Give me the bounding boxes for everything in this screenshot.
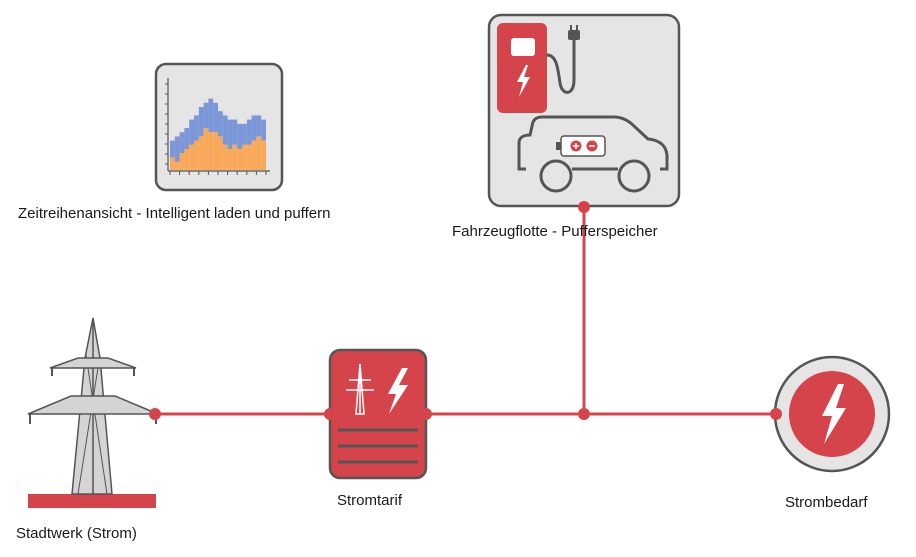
battery-icon (556, 135, 606, 157)
mini-chart-bar-blue (184, 128, 190, 149)
timeseries-chart-icon (165, 78, 270, 175)
mini-chart-bar-blue (170, 140, 175, 158)
lightning-icon (822, 384, 846, 444)
mini-chart-bar-blue (256, 115, 262, 137)
port-tariff-in[interactable] (324, 408, 336, 420)
mini-chart-bar-orange (213, 132, 218, 170)
mini-chart-bar-orange (174, 161, 180, 170)
mini-chart-bar-blue (251, 115, 257, 141)
car-icon (517, 115, 669, 193)
mini-chart-bar-orange (237, 149, 242, 170)
timeseries-node[interactable] (154, 62, 284, 192)
mini-chart-bar-blue (242, 123, 247, 145)
mini-chart-bar-blue (189, 119, 194, 145)
mini-chart-bar-blue (174, 136, 180, 162)
mini-chart-bar-blue (194, 115, 199, 141)
mini-chart-bar-orange (170, 157, 175, 170)
port-demand[interactable] (770, 408, 782, 420)
mini-chart-bar-blue (232, 119, 238, 145)
demand-node[interactable] (773, 355, 891, 473)
charging-station-icon (497, 23, 580, 113)
demand-label: Strombedarf (785, 494, 868, 511)
power-pylon-icon[interactable] (27, 317, 159, 508)
mini-chart-bar-orange (189, 144, 194, 170)
mini-chart-bar-orange (208, 132, 214, 170)
mini-chart-bar-blue (213, 102, 218, 133)
mini-chart-bar-orange (251, 140, 257, 170)
connection-dots (149, 201, 782, 420)
mini-chart-bar-orange (184, 149, 190, 170)
mini-chart-bar-orange (218, 136, 223, 170)
mini-chart-bar-blue (208, 98, 214, 133)
ground-bar (28, 494, 156, 508)
tariff-lines (338, 428, 418, 464)
mini-chart-bar-blue (179, 132, 185, 154)
utility-label: Stadtwerk (Strom) (16, 525, 137, 542)
mini-chart-bar-blue (218, 111, 223, 137)
fleet-label: Fahrzeugflotte - Pufferspeicher (452, 223, 658, 240)
mini-chart-bar-orange (194, 140, 199, 170)
tariff-lightning-icon (388, 368, 408, 414)
mini-chart-bar-orange (242, 144, 247, 170)
port-fleet[interactable] (578, 201, 590, 213)
connections (155, 207, 776, 416)
timeseries-label: Zeitreihenansicht - Intelligent laden un… (18, 205, 331, 222)
mini-chart-bar-blue (203, 102, 209, 128)
tariff-label: Stromtarif (337, 492, 403, 509)
mini-chart-bar-orange (227, 149, 233, 170)
mini-chart-bar-orange (203, 128, 209, 170)
mini-chart-bar-blue (227, 119, 233, 149)
mini-chart-bar-blue (237, 123, 242, 149)
mini-chart-bar-orange (256, 136, 262, 170)
port-tariff-out[interactable] (420, 408, 432, 420)
tariff-box (328, 348, 428, 480)
mini-chart-bar-orange (179, 153, 185, 170)
mini-chart-bar-orange (246, 144, 252, 170)
mini-chart-bar-orange (261, 140, 266, 170)
mini-chart-bar-blue (246, 119, 252, 145)
tariff-node[interactable] (328, 348, 428, 480)
mini-chart-bar-orange (222, 144, 228, 170)
mini-chart-bar-blue (198, 107, 204, 137)
mini-chart-bar-blue (222, 115, 228, 145)
fleet-node[interactable] (487, 13, 681, 208)
mini-chart-bar-blue (261, 119, 266, 141)
port-utility[interactable] (149, 408, 161, 420)
port-junction[interactable] (578, 408, 590, 420)
mini-chart-bar-orange (232, 144, 238, 170)
mini-pylon-icon (346, 363, 374, 415)
mini-chart-bar-orange (198, 136, 204, 170)
